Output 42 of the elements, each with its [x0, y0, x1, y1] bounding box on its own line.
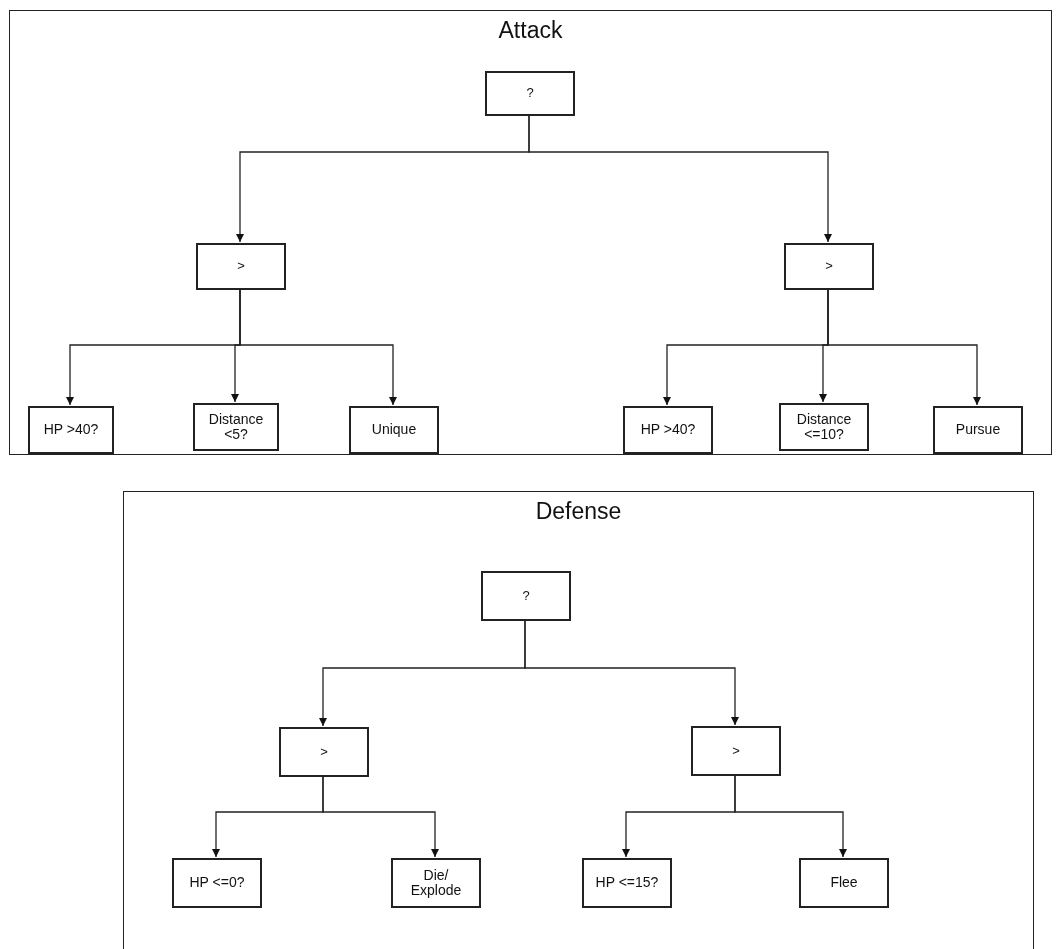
panel-title: Defense — [535, 498, 622, 525]
composite-box — [481, 571, 571, 621]
composite-box — [279, 727, 369, 777]
node-label: > — [320, 744, 328, 760]
leaf-box — [172, 858, 262, 908]
node-label: Distance <5? — [207, 411, 265, 443]
leaf-box — [933, 406, 1023, 454]
node-label: HP <=15? — [595, 875, 659, 891]
node-label: Flee — [830, 875, 858, 891]
node-label: > — [825, 259, 833, 274]
composite-box — [485, 71, 575, 116]
node-label: Die/ Explode — [409, 867, 463, 899]
arrow — [528, 114, 832, 243]
leaf-box — [349, 406, 439, 454]
composite-box — [196, 243, 286, 290]
panel-frame — [9, 10, 1052, 455]
panel-frame — [123, 491, 1034, 949]
leaf-box — [623, 406, 713, 454]
leaf-box — [28, 406, 114, 454]
panel-title: Attack — [498, 17, 563, 44]
node-label: Pursue — [955, 422, 1001, 438]
leaf-box — [193, 403, 279, 451]
arrow — [734, 774, 847, 858]
arrow — [827, 288, 981, 406]
node-label: HP >40? — [43, 422, 99, 438]
node-label: ? — [526, 86, 534, 101]
leaf-box — [391, 858, 481, 908]
node-label: Unique — [371, 422, 417, 438]
composite-box — [784, 243, 874, 290]
arrow — [322, 775, 439, 858]
arrow — [524, 619, 739, 726]
leaf-box — [582, 858, 672, 908]
arrow — [239, 288, 397, 406]
node-label: HP <=0? — [189, 875, 245, 891]
leaf-box — [799, 858, 889, 908]
node-label: ? — [522, 588, 530, 604]
node-label: > — [237, 259, 245, 274]
leaf-box — [779, 403, 869, 451]
composite-box — [691, 726, 781, 776]
node-label: > — [732, 743, 740, 759]
node-label: HP >40? — [640, 422, 696, 438]
node-label: Distance <=10? — [795, 411, 853, 443]
